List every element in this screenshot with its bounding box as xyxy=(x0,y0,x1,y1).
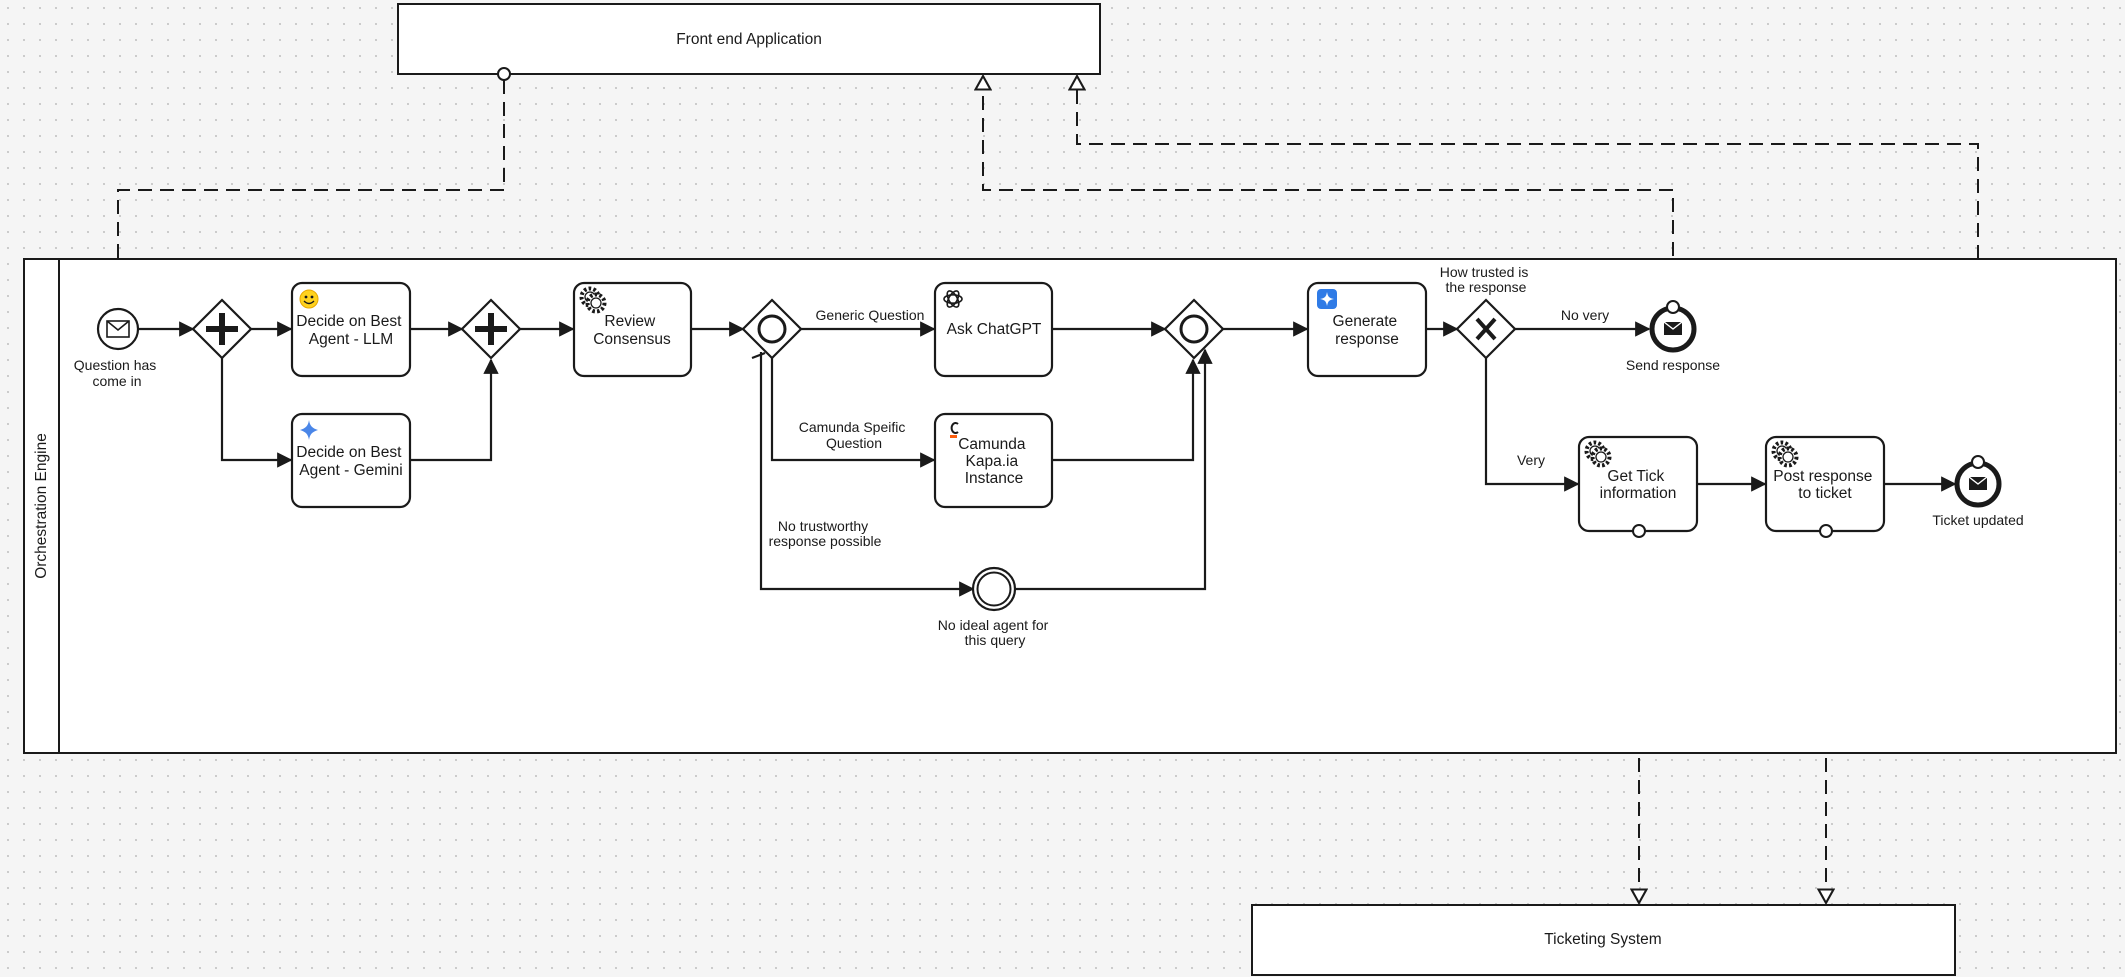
exclusive-gateway-trust[interactable] xyxy=(1455,298,1517,360)
camunda-c-icon xyxy=(950,422,959,438)
message-flow-frontend-to-start[interactable] xyxy=(118,80,505,306)
frontend-pool-label: Front end Application xyxy=(676,31,822,48)
filled-envelope-icon xyxy=(1968,476,1988,490)
plus-icon xyxy=(206,313,238,345)
service-gear-icon xyxy=(585,292,607,314)
frontend-application-pool[interactable]: Front end Application xyxy=(397,3,1101,75)
task-decide-llm[interactable]: Decide on Best Agent - LLM xyxy=(290,281,412,378)
flow-label-no-very: No very xyxy=(1561,307,1609,323)
message-flow-send-response-to-frontend[interactable] xyxy=(983,76,1674,300)
ticketing-pool-label: Ticketing System xyxy=(1544,931,1661,948)
default-flow-marker xyxy=(751,351,766,360)
envelope-icon xyxy=(106,320,130,338)
plus-icon xyxy=(475,313,507,345)
task-label: Decide on Best Agent - LLM xyxy=(296,313,405,348)
flow-label-no-trustworthy: No trustworthy response possible xyxy=(769,518,882,549)
service-gear-icon xyxy=(1777,446,1799,468)
flow-trust-very[interactable] xyxy=(1484,358,1580,492)
openai-icon xyxy=(943,290,963,308)
task-generate-response[interactable]: Generate response xyxy=(1306,281,1428,378)
parallel-gateway-fork[interactable] xyxy=(191,298,253,360)
gemini-sparkle-icon xyxy=(300,420,318,440)
task-label: Camunda Kapa.ia Instance xyxy=(958,436,1030,487)
x-icon xyxy=(1475,317,1497,341)
inclusive-gateway-split[interactable] xyxy=(741,298,803,360)
gateway-question-label: How trusted is the response xyxy=(1440,264,1533,295)
task-label: Get Tick information xyxy=(1600,468,1677,502)
inclusive-gateway-merge[interactable] xyxy=(1163,298,1225,360)
flow-inclusive-to-kapa[interactable] xyxy=(770,358,936,468)
start-event-label: Question has come in xyxy=(74,357,160,389)
circle-icon xyxy=(1179,314,1209,344)
hugging-face-icon xyxy=(299,289,319,309)
task-decide-gemini[interactable]: Decide on Best Agent - Gemini xyxy=(290,412,412,509)
flow-kapa-to-merge[interactable] xyxy=(1052,358,1201,462)
message-source-circle xyxy=(497,67,511,81)
start-event-question[interactable] xyxy=(96,307,140,351)
task-label: Review Consensus xyxy=(593,313,671,348)
flow-inclusive-to-no-ideal[interactable] xyxy=(759,352,975,597)
task-label: Generate response xyxy=(1333,313,1402,348)
task-label: Post response to ticket xyxy=(1773,468,1876,502)
task-label: Ask ChatGPT xyxy=(947,321,1042,338)
end-event-ticket-updated[interactable] xyxy=(1954,460,2002,508)
ticketing-system-pool[interactable]: Ticketing System xyxy=(1251,904,1956,976)
task-review-consensus[interactable]: Review Consensus xyxy=(572,281,693,378)
message-source-circle xyxy=(1666,300,1680,314)
flow-label-generic-question: Generic Question xyxy=(816,307,925,323)
circle-icon xyxy=(757,314,787,344)
flow-label-camunda-question: Camunda Speific Question xyxy=(799,419,910,451)
message-source-circle xyxy=(1819,524,1833,538)
end-event-send-response[interactable] xyxy=(1649,305,1697,353)
message-source-circle xyxy=(1632,524,1646,538)
sequence-flows xyxy=(138,321,1957,597)
no-ideal-agent-label: No ideal agent for this query xyxy=(938,617,1052,648)
task-label: Decide on Best Agent - Gemini xyxy=(296,444,405,479)
flow-no-ideal-to-merge[interactable] xyxy=(1014,348,1213,591)
task-get-tick-information[interactable]: Get Tick information xyxy=(1577,435,1699,533)
parallel-gateway-join[interactable] xyxy=(460,298,522,360)
flow-gemini-to-join[interactable] xyxy=(410,358,499,462)
flow-fork-to-gemini[interactable] xyxy=(220,358,293,468)
orchestration-pool-label: Orchestration Engine xyxy=(33,433,50,579)
filled-envelope-icon xyxy=(1663,321,1683,335)
ticket-updated-label: Ticket updated xyxy=(1932,512,2023,528)
intermediate-event-no-ideal-agent[interactable] xyxy=(971,566,1017,612)
message-source-circle xyxy=(1971,455,1985,469)
task-post-response-to-ticket[interactable]: Post response to ticket xyxy=(1764,435,1886,533)
service-gear-icon xyxy=(1590,446,1612,468)
task-camunda-kapa[interactable]: Camunda Kapa.ia Instance xyxy=(933,412,1054,509)
flow-label-very: Very xyxy=(1517,452,1545,468)
send-response-label: Send response xyxy=(1626,357,1720,373)
sparkle-app-icon xyxy=(1317,289,1337,309)
task-ask-chatgpt[interactable]: Ask ChatGPT xyxy=(933,281,1054,378)
